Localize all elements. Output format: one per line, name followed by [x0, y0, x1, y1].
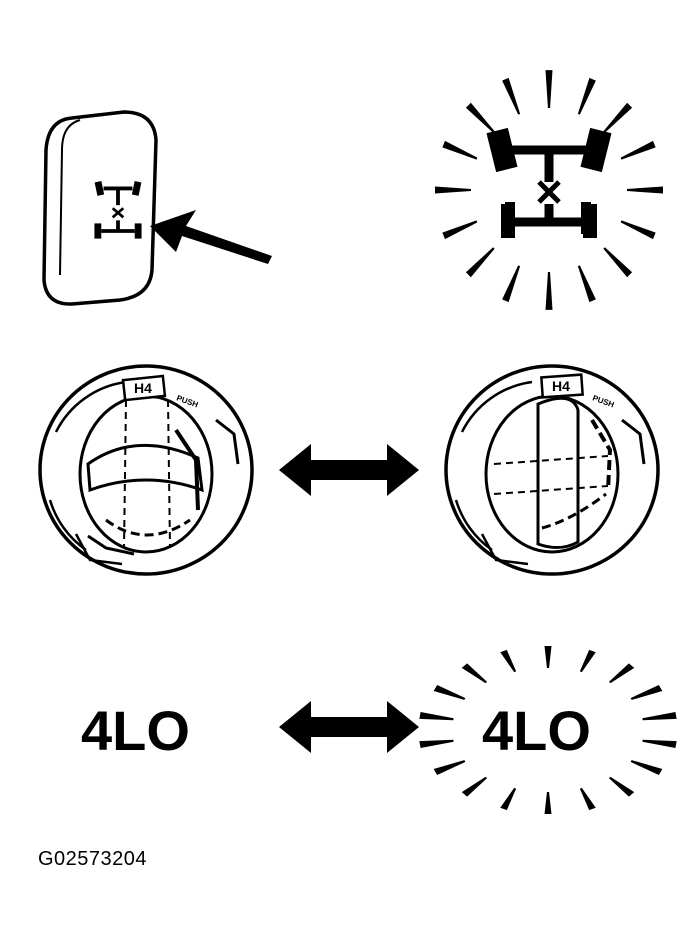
flash-ray: [442, 140, 478, 160]
flash-ray: [620, 140, 656, 160]
flash-ray: [620, 220, 656, 240]
knob-h4-label-right: H4: [552, 378, 570, 394]
flash-ray: [465, 247, 495, 278]
flash-ray: [642, 711, 677, 721]
double-headed-arrow-icon: [279, 701, 419, 753]
flash-ray: [419, 711, 454, 721]
flash-ray: [544, 792, 552, 814]
flash-ray: [433, 684, 466, 700]
flash-ray: [500, 787, 517, 811]
switch-panel: [42, 110, 158, 306]
flash-ray: [630, 684, 663, 700]
arrow-right-icon: [150, 210, 272, 264]
flash-ray: [442, 220, 478, 240]
flash-ray: [435, 186, 471, 194]
flash-ray: [603, 102, 633, 133]
flash-ray: [544, 646, 552, 668]
flash-ray: [461, 776, 488, 797]
flash-ray: [419, 739, 454, 749]
4lo-indicator-flashing: 4LO: [482, 699, 591, 762]
4lo-indicator-steady: 4LO: [81, 699, 190, 762]
flash-ray: [579, 787, 596, 811]
flash-ray: [502, 265, 521, 303]
4wd-drivetrain-icon-small: [94, 181, 142, 239]
flash-ray: [577, 265, 596, 303]
flashing-rays-icon: [435, 70, 663, 310]
flash-ray: [630, 760, 663, 776]
transfer-knob-left: H4 PUSH: [38, 364, 254, 576]
transfer-knob-right: H4 PUSH: [444, 364, 660, 576]
flash-ray: [603, 247, 633, 278]
flash-ray: [579, 649, 596, 673]
flash-ray: [461, 663, 488, 684]
flash-ray: [627, 186, 663, 194]
flash-ray: [577, 77, 596, 115]
flash-ray: [502, 77, 521, 115]
flash-ray: [608, 776, 635, 797]
flash-ray: [608, 663, 635, 684]
double-headed-arrow-icon: [279, 444, 419, 496]
flash-ray: [545, 70, 553, 108]
flash-ray: [433, 760, 466, 776]
figure-code: G02573204: [38, 848, 148, 870]
4wd-drivetrain-icon-flashing: [486, 127, 612, 238]
flash-ray: [545, 272, 553, 310]
flashing-rays-icon: [419, 646, 677, 814]
flash-ray: [465, 102, 495, 133]
flash-ray: [642, 739, 677, 749]
flash-ray: [500, 649, 517, 673]
knob-h4-label-left: H4: [134, 380, 152, 396]
